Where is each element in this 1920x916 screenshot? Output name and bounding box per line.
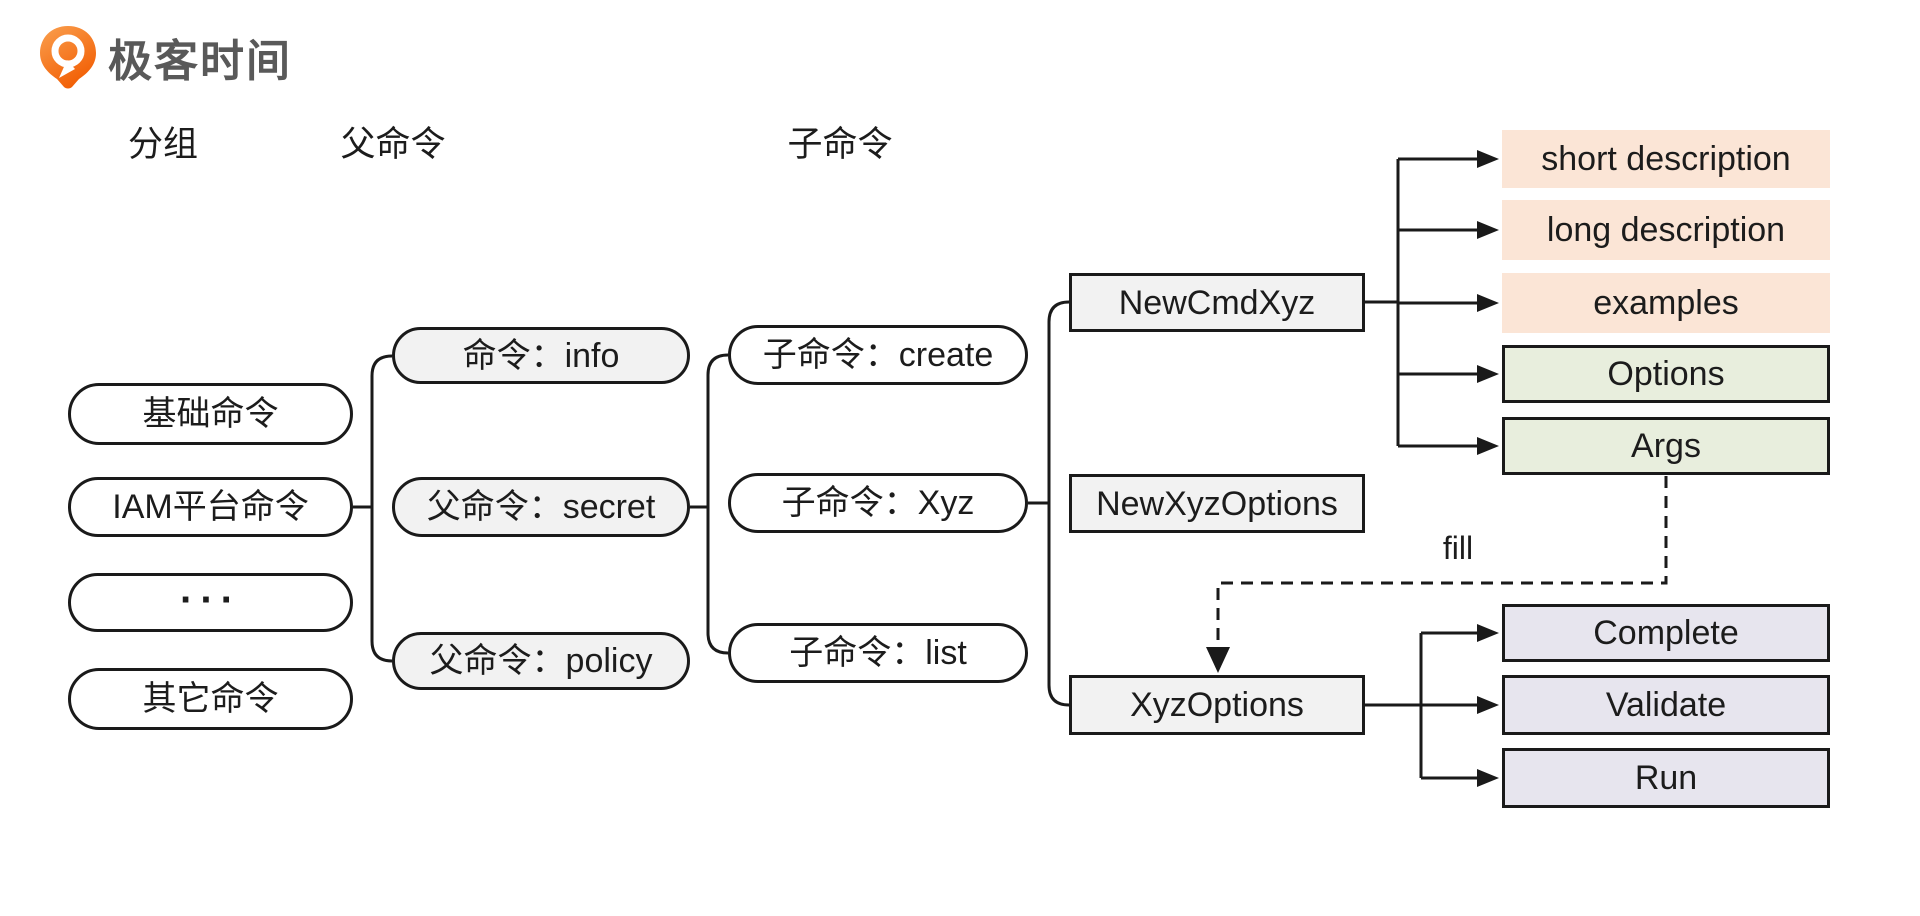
node-cmd-info: 命令：info [392,327,690,384]
node-short-description: short description [1502,130,1830,188]
node-sub-list: 子命令：list [728,623,1028,683]
node-args: Args [1502,417,1830,475]
brand-logo: 极客时间 [36,24,292,90]
node-newcmdxyz: NewCmdXyz [1069,273,1365,332]
fill-annotation: fill [1442,530,1474,566]
node-sub-xyz: 子命令：Xyz [728,473,1028,533]
node-parent-policy: 父命令：policy [392,632,690,690]
node-complete: Complete [1502,604,1830,662]
node-xyzoptions: XyzOptions [1069,675,1365,735]
node-run: Run [1502,748,1830,808]
node-group-other: 其它命令 [68,668,353,730]
brand-logo-text: 极客时间 [108,37,292,86]
node-group-iam: IAM平台命令 [68,477,353,537]
node-examples: examples [1502,273,1830,333]
node-sub-create: 子命令：create [728,325,1028,385]
node-validate: Validate [1502,675,1830,735]
node-long-description: long description [1502,200,1830,260]
node-options: Options [1502,345,1830,403]
node-group-more: ··· [68,573,353,632]
node-parent-secret: 父命令：secret [392,477,690,537]
column-header-sub: 子命令 [787,125,893,164]
column-header-parent: 父命令 [340,125,446,164]
geektime-pin-icon [40,26,96,89]
node-newxyzoptions: NewXyzOptions [1069,474,1365,533]
column-header-group: 分组 [127,125,198,164]
node-group-basic: 基础命令 [68,383,353,445]
